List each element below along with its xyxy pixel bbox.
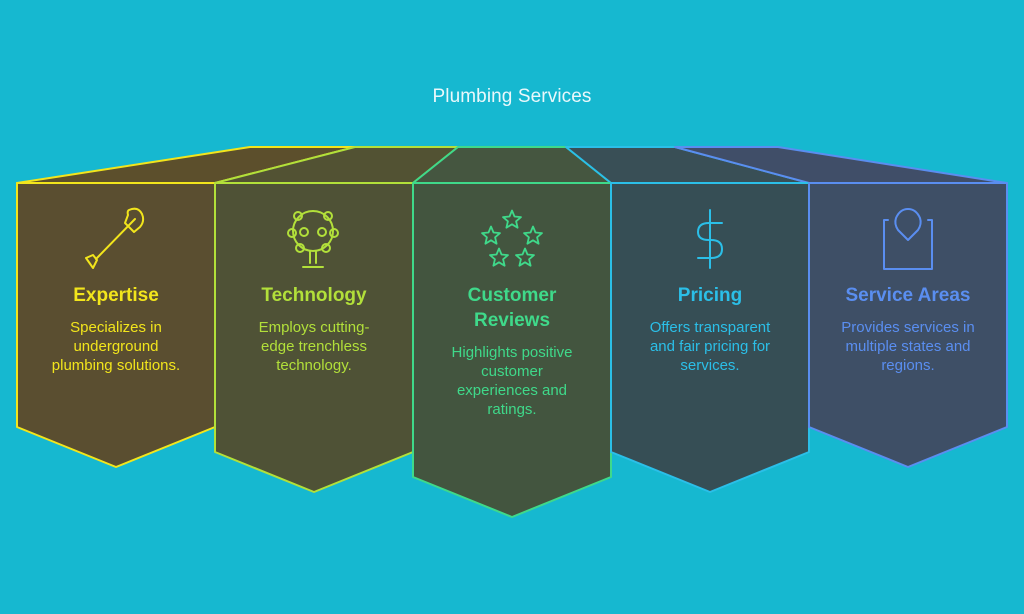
card-front-face (610, 182, 810, 493)
card-front-face (412, 182, 612, 518)
card-faces (16, 182, 1008, 518)
card-description: Employs cutting-edge trenchless technolo… (258, 319, 370, 374)
card-front-face (808, 182, 1008, 468)
card-icons (85, 207, 933, 270)
card-front-face (16, 182, 216, 468)
card-description: Highlights positive customer experiences… (451, 344, 573, 418)
map-pin-icon (883, 208, 933, 270)
five-stars-icon (481, 209, 543, 267)
card-customer-reviews: Customer Reviews Highlights positive cus… (413, 283, 611, 419)
card-pricing: Pricing Offers transparent and fair pric… (611, 283, 809, 375)
card-title: Service Areas (845, 285, 971, 306)
shovel-icon (85, 207, 145, 269)
card-description: Specializes in underground plumbing solu… (51, 319, 181, 374)
card-description: Provides services in multiple states and… (841, 319, 975, 374)
card-service-areas: Service Areas Provides services in multi… (809, 283, 1007, 375)
card-tops (16, 146, 1008, 184)
card-front-face (214, 182, 414, 493)
card-title: Expertise (73, 285, 159, 306)
card-title: Technology (261, 285, 367, 306)
card-expertise: Expertise Specializes in underground plu… (17, 283, 215, 375)
card-technology: Technology Employs cutting-edge trenchle… (215, 283, 413, 375)
dollar-icon (697, 209, 723, 269)
card-title: Pricing (677, 285, 743, 306)
card-title: Customer Reviews (467, 285, 557, 331)
card-description: Offers transparent and fair pricing for … (649, 319, 771, 374)
diagram-title: Plumbing Services (432, 86, 592, 107)
robot-head-icon (287, 210, 339, 268)
